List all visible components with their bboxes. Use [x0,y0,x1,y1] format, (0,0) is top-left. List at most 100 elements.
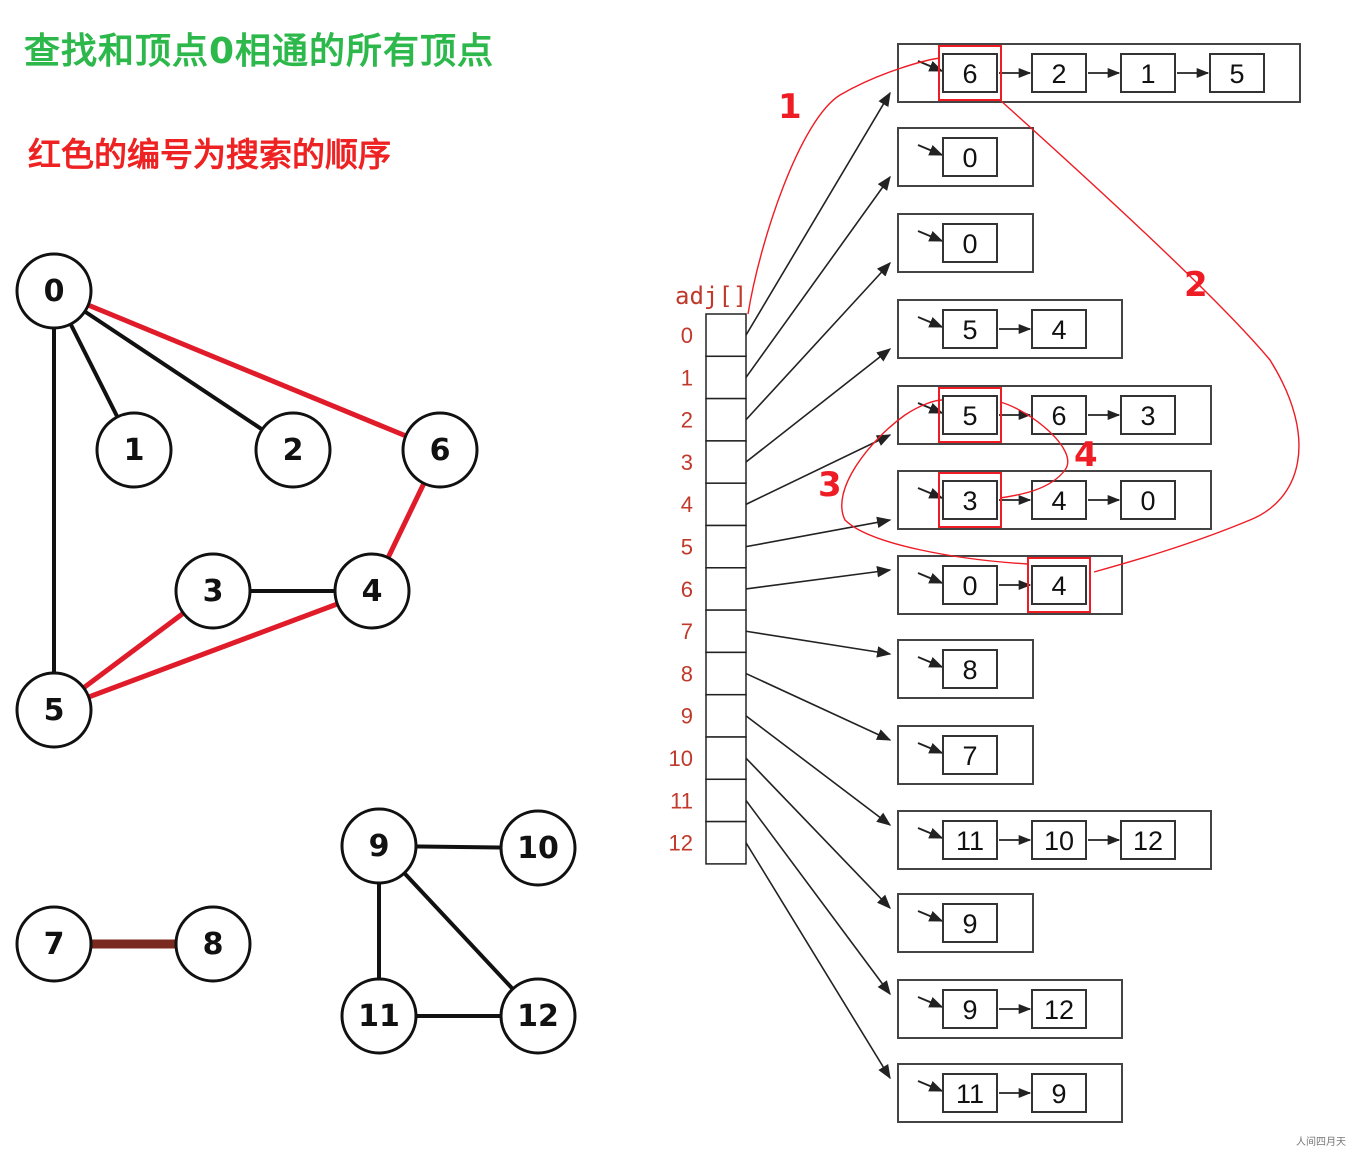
graph-edge-0-2 [52,289,295,452]
adj-list-node [1209,53,1265,93]
graph-node-circle [340,807,418,885]
search-highlight-box [938,45,1002,101]
adj-list-node [942,649,998,689]
adj-list-value: 9 [962,995,977,1025]
adj-list-node [942,53,998,93]
adj-list-value: 2 [1051,59,1066,89]
head-pointer-icon [917,827,944,839]
graph-node-label: 7 [44,927,65,962]
adj-array-cell-7 [705,609,747,654]
search-order-label-3: 3 [818,465,842,505]
graph-node-11: 11 [340,977,418,1055]
graph-node-circle [499,977,577,1055]
graph-node-label: 6 [430,433,451,468]
adj-list-node [1031,820,1087,860]
adj-list-row-10: 9 [897,893,1034,953]
adj-list-node [942,989,998,1029]
adj-list-value: 4 [1051,315,1066,345]
adj-list-value: 0 [962,143,977,173]
search-path-curve-2 [999,99,1300,573]
graph-node-label: 5 [44,693,65,728]
adj-list-node [1031,1073,1087,1113]
adj-list-value: 4 [1051,571,1066,601]
adj-index-label-1: 1 [681,365,693,390]
search-highlight-box [1027,557,1091,613]
adj-list-value: 12 [1044,995,1074,1025]
graph-node-9: 9 [340,807,418,885]
page-subtitle: 红色的编号为搜索的顺序 [28,135,391,174]
head-pointer-icon [917,996,944,1008]
adj-list-value: 4 [1051,486,1066,516]
adj-list-node [942,395,998,435]
graph-node-label: 2 [283,433,304,468]
head-pointer-icon [917,572,944,584]
search-highlight-box [938,472,1002,528]
head-pointer-icon [917,144,944,156]
adj-list-value: 6 [962,59,977,89]
adj-array-cell-3 [705,440,747,484]
adj-pointer-0 [745,91,891,336]
adj-array-cell-12 [705,820,747,865]
graph-node-3: 3 [174,552,252,630]
adj-list-value: 5 [1229,59,1244,89]
graph-node-label: 9 [369,829,390,864]
adj-pointer-11 [745,799,891,996]
graph-node-circle [174,905,252,983]
adj-array-cell-5 [705,524,747,569]
adj-index-label-6: 6 [681,577,693,602]
adj-list-value: 5 [962,401,977,431]
adj-index-label-7: 7 [681,619,693,644]
graph-node-circle [15,905,93,983]
adj-index-label-3: 3 [681,450,693,475]
adj-list-node [1031,395,1087,435]
search-order-label-2: 2 [1184,265,1208,305]
graph-node-4: 4 [333,552,411,630]
adj-list-row-7: 8 [897,639,1034,699]
adj-array-title: adj[] [675,282,747,310]
graph-node-8: 8 [174,905,252,983]
head-pointer-icon [917,1080,944,1092]
graph-node-circle [340,977,418,1055]
graph-node-label: 3 [203,574,224,609]
graph-node-circle [333,552,411,630]
adj-list-value: 6 [1051,401,1066,431]
adj-list-node [1120,395,1176,435]
adj-list-row-2: 0 [897,213,1034,273]
adj-array-cell-9 [705,693,747,738]
graph-edge-4-5 [53,588,373,713]
adj-pointer-1 [745,175,891,378]
adj-pointer-12 [745,842,891,1080]
watermark: 人间四月天 [1296,1137,1346,1148]
adj-index-label-11: 11 [670,788,693,813]
adj-array-cell-10 [705,736,747,781]
adj-pointer-9 [745,715,892,826]
search-order-label-4: 4 [1074,435,1098,475]
graph-node-label: 12 [517,999,559,1034]
adj-list-node [942,137,998,177]
graph-node-label: 8 [203,927,224,962]
adj-list-value: 11 [956,826,984,856]
adj-index-label-2: 2 [681,408,693,433]
adj-list-node [942,820,998,860]
adj-list-node [942,223,998,263]
adj-array-cell-4 [705,482,747,527]
adj-index-label-5: 5 [681,535,693,560]
adj-pointer-3 [745,348,892,463]
adj-list-value: 0 [962,571,977,601]
graph-node-0: 0 [15,252,93,330]
graph-node-12: 12 [499,977,577,1055]
adj-array-cell-2 [705,397,747,442]
adj-list-value: 10 [1044,826,1074,856]
adj-index-label-0: 0 [681,323,693,348]
search-path-curve-4 [999,401,1069,499]
graph-node-circle [174,552,252,630]
adj-pointer-2 [745,261,891,421]
adj-list-node [942,735,998,775]
graph-node-label: 4 [362,574,383,609]
adj-pointer-5 [745,516,892,548]
adj-list-row-1: 0 [897,127,1034,187]
graph-edge-9-12 [377,844,540,1018]
adj-list-node [942,1073,998,1113]
